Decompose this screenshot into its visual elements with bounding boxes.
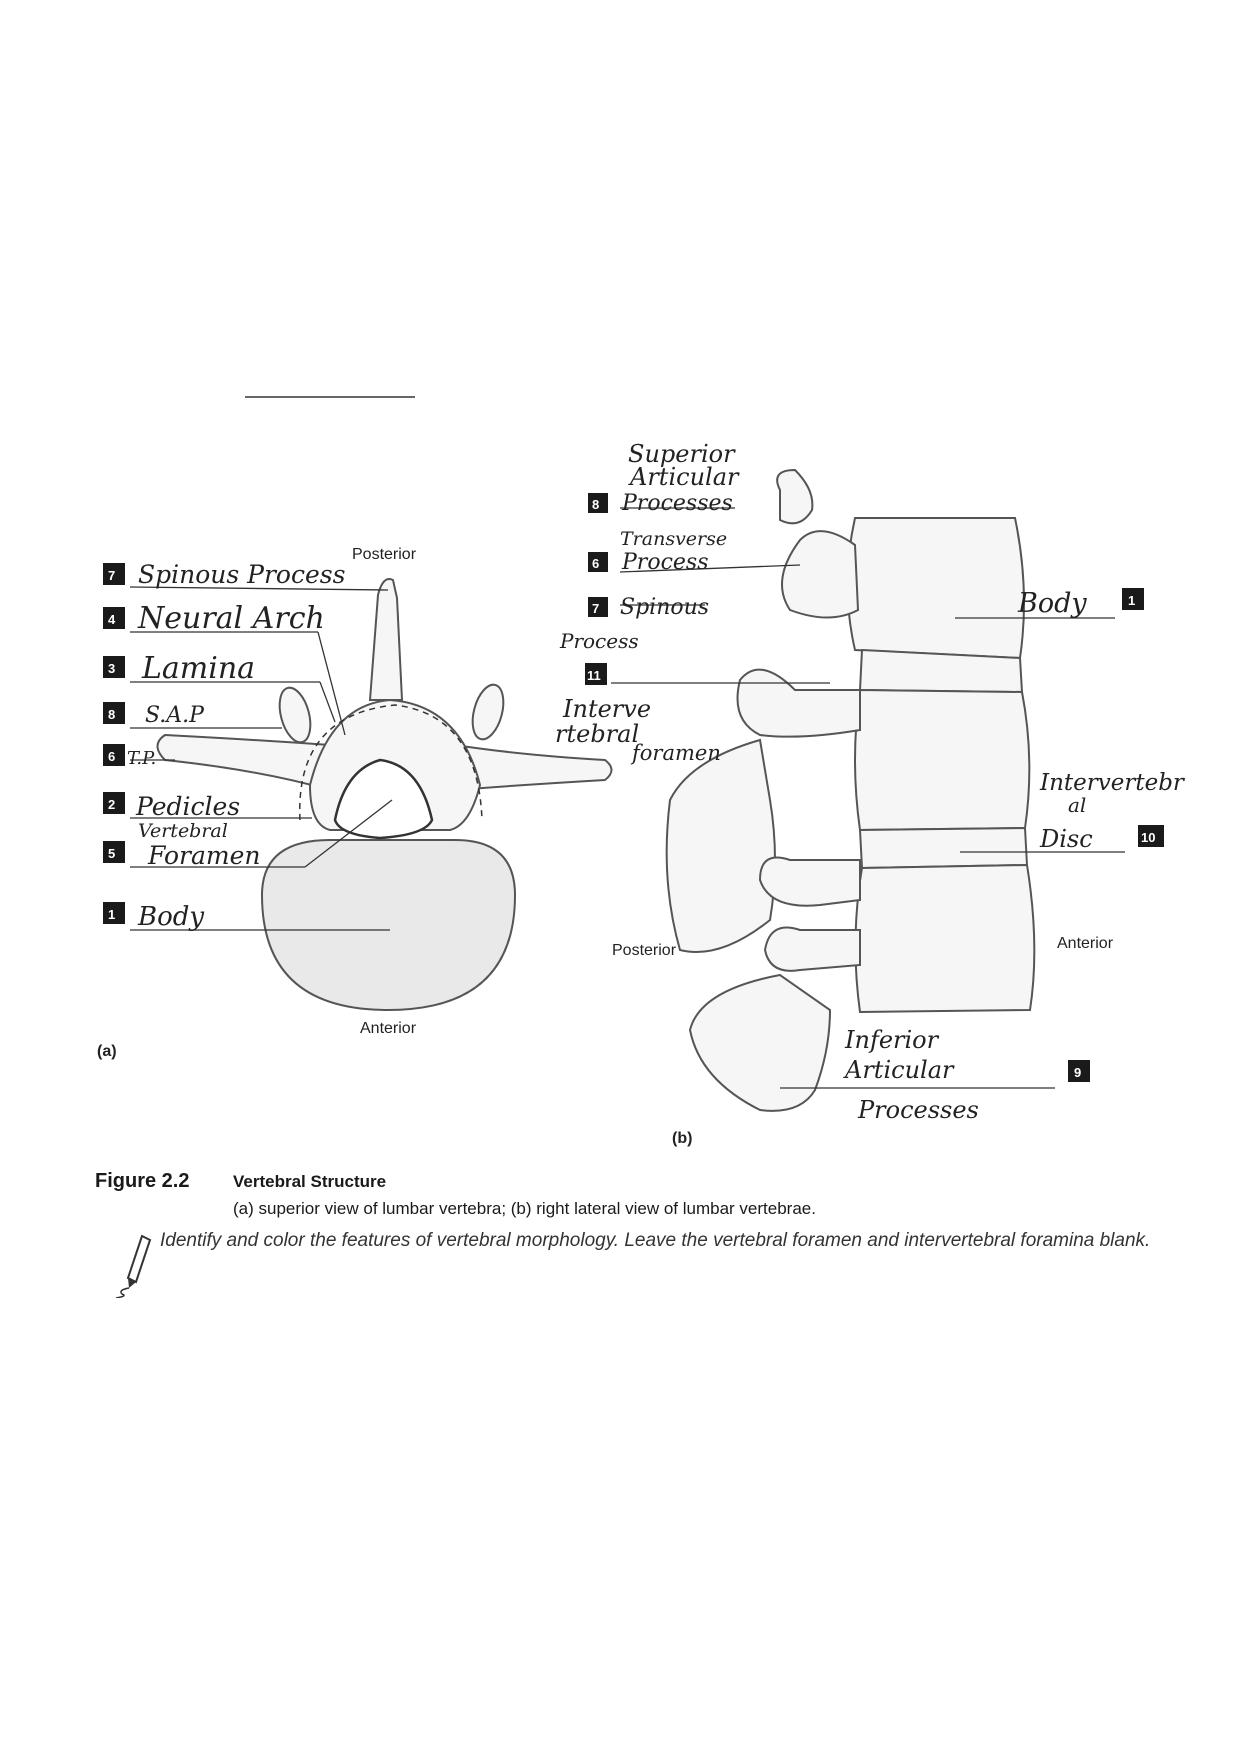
panel-a-posterior-label: Posterior <box>352 546 417 563</box>
label-process-b: Process <box>621 550 709 575</box>
badge-9-b <box>1068 1060 1090 1082</box>
neural-arch-dashed <box>299 704 483 821</box>
badge-1-b <box>1122 588 1144 610</box>
left-sap <box>278 686 312 744</box>
panel-b-posterior-label: Posterior <box>612 942 677 959</box>
vertebral-body-shape <box>260 839 517 1012</box>
right-sap <box>471 683 505 741</box>
label-al: al <box>1068 793 1086 817</box>
badge-num: 7 <box>592 601 599 616</box>
figure-caption: Figure 2.2 Vertebral Structure (a) super… <box>95 1170 1175 1219</box>
figure-number: Figure 2.2 <box>95 1170 190 1192</box>
badge-num: 4 <box>108 612 116 627</box>
badge-num: 3 <box>108 661 115 676</box>
instruction-block: Identify and color the features of verte… <box>98 1228 1178 1298</box>
badge-num: 8 <box>592 497 599 512</box>
badge-num: 11 <box>587 668 601 683</box>
badge-num: 5 <box>108 846 115 861</box>
label-articular-b2: Articular <box>843 1056 955 1084</box>
badge-7-a <box>103 563 125 585</box>
badge-10-b <box>1138 825 1164 847</box>
figure-title: Vertebral Structure <box>233 1172 387 1191</box>
pedicle-upper <box>781 530 860 619</box>
label-foramen: Foramen <box>147 841 261 870</box>
label-articular-b: Articular <box>628 463 740 491</box>
label-body-a: Body <box>137 902 204 932</box>
label-foramen-b: foramen <box>630 741 721 765</box>
panel-b-leaders <box>611 507 1125 1089</box>
label-interve: Interve <box>562 695 651 723</box>
label-lamina: Lamina <box>141 651 255 686</box>
panel-a-leaders <box>129 586 393 931</box>
panel-a-drawing <box>156 578 613 1012</box>
body-upper <box>846 517 1025 660</box>
label-pedicles: Pedicles <box>135 792 240 821</box>
vertebral-foramen-shape <box>333 758 434 840</box>
badge-num: 7 <box>108 568 115 583</box>
label-spinous-b: Spinous <box>620 595 709 620</box>
label-neural-arch: Neural Arch <box>137 601 325 636</box>
panel-a-labels: Posterior Anterior (a) 7 Spinous Process… <box>97 546 417 1060</box>
badge-6-b <box>588 552 608 572</box>
badge-3-a <box>103 656 125 678</box>
badge-num: 6 <box>108 749 115 764</box>
label-vertebral: Vertebral <box>138 820 228 842</box>
label-spinous-process: Spinous Process <box>138 560 345 589</box>
badge-8-a <box>103 702 125 724</box>
label-tp: T.P. <box>127 748 156 769</box>
spinous-process-shape <box>368 578 404 701</box>
badge-num: 9 <box>1074 1065 1081 1080</box>
label-processes: Processes <box>621 491 733 516</box>
label-disc: Disc <box>1039 825 1093 853</box>
badge-7-b <box>588 597 608 617</box>
panel-b-tag: (b) <box>672 1130 692 1147</box>
panel-a-tag: (a) <box>97 1043 117 1060</box>
badge-2-a <box>103 792 125 814</box>
panel-a-anterior-label: Anterior <box>360 1020 417 1037</box>
badge-num: 10 <box>1141 830 1155 845</box>
badge-1-a <box>103 902 125 924</box>
disc-lower <box>858 826 1029 870</box>
label-process-b2: Process <box>559 629 639 653</box>
label-sap: S.A.P <box>145 703 205 728</box>
badge-8-b <box>588 493 608 513</box>
badge-5-a <box>103 841 125 863</box>
badge-num: 1 <box>1128 593 1135 608</box>
label-rtebral: rtebral <box>555 720 639 748</box>
label-processes-b2: Processes <box>857 1096 979 1124</box>
label-body-b: Body <box>1017 588 1087 619</box>
body-middle <box>854 688 1031 832</box>
pedicle-middle <box>736 668 861 738</box>
iap-middle <box>758 856 861 907</box>
panel-b-drawing <box>665 468 1036 1112</box>
right-transverse-process <box>454 743 613 792</box>
disc-upper <box>858 648 1024 694</box>
panel-b-labels: Superior Articular 8 Processes Transvers… <box>555 440 1186 1147</box>
badge-num: 8 <box>108 707 115 722</box>
sap-upper <box>776 468 814 525</box>
badge-num: 2 <box>108 797 115 812</box>
panel-b-anterior-label: Anterior <box>1057 935 1114 952</box>
badge-11-b <box>585 663 607 685</box>
label-inferior: Inferior <box>844 1026 940 1054</box>
left-transverse-process <box>156 733 331 792</box>
spinous-middle <box>665 738 776 953</box>
instruction-text: Identify and color the features of verte… <box>160 1230 1151 1251</box>
pedicle-lower <box>763 926 861 972</box>
badge-4-a <box>103 607 125 629</box>
label-intervertebr: Intervertebr <box>1039 770 1186 796</box>
badge-num: 6 <box>592 556 599 571</box>
body-lower <box>854 863 1036 1014</box>
badge-num: 1 <box>108 907 115 922</box>
badge-6-a <box>103 744 125 766</box>
label-superior: Superior <box>628 440 736 468</box>
pencil-icon <box>115 1234 152 1298</box>
spinous-lower <box>688 973 832 1112</box>
label-transverse: Transverse <box>620 528 727 550</box>
figure-subtitle: (a) superior view of lumbar vertebra; (b… <box>233 1199 816 1218</box>
